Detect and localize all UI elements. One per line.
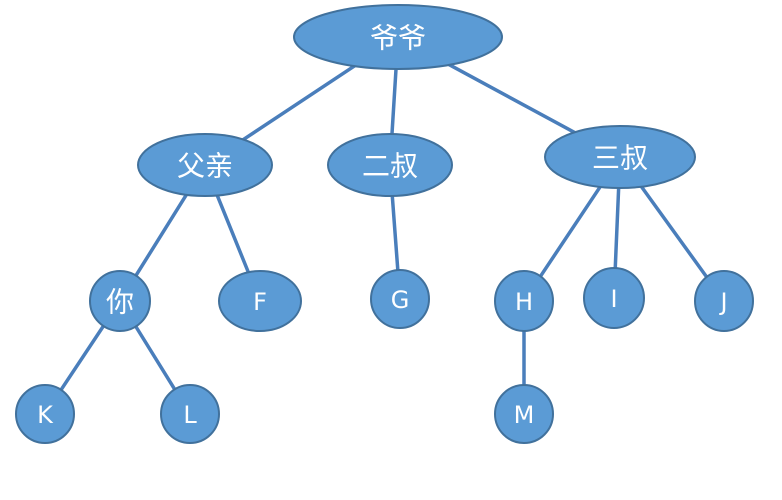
tree-node-ershu: 二叔 <box>327 133 453 197</box>
tree-node-sanshu: 三叔 <box>544 125 696 189</box>
node-label-ershu: 二叔 <box>362 150 418 183</box>
node-label-l: L <box>183 401 197 429</box>
tree-node-f: F <box>218 270 302 332</box>
node-label-yeye: 爷爷 <box>370 22 426 55</box>
tree-node-g: G <box>370 269 430 329</box>
node-label-fuqin: 父亲 <box>177 150 233 183</box>
node-ellipse-yeye <box>293 4 503 70</box>
node-ellipse-sanshu <box>544 125 696 189</box>
node-ellipse-ni <box>89 270 151 332</box>
tree-node-k: K <box>15 384 75 444</box>
node-ellipse-f <box>218 270 302 332</box>
tree-node-j: J <box>694 270 754 332</box>
node-label-f: F <box>253 288 267 316</box>
node-ellipse-j <box>694 270 754 332</box>
tree-node-ni: 你 <box>89 270 151 332</box>
node-label-sanshu: 三叔 <box>592 142 648 175</box>
edge-fuqin-to-ni <box>133 191 189 279</box>
edge-yeye-to-ershu <box>390 65 398 138</box>
tree-node-h: H <box>494 270 554 332</box>
edge-ershu-to-g <box>390 192 400 273</box>
node-ellipse-h <box>494 270 554 332</box>
edge-yeye-to-fuqin <box>240 63 358 143</box>
edge-sanshu-to-j <box>638 183 710 280</box>
node-label-k: K <box>37 401 54 429</box>
edge-sanshu-to-i <box>613 185 621 271</box>
node-label-g: G <box>391 286 410 314</box>
edge-ni-to-l <box>133 323 178 393</box>
node-ellipse-m <box>494 384 554 444</box>
node-label-h: H <box>515 288 533 316</box>
tree-node-l: L <box>160 384 220 444</box>
tree-node-yeye: 爷爷 <box>293 4 503 70</box>
edge-yeye-to-sanshu <box>445 61 579 136</box>
edges-layer <box>58 61 710 393</box>
edge-ni-to-k <box>58 323 106 393</box>
node-ellipse-k <box>15 384 75 444</box>
edge-fuqin-to-f <box>215 192 251 276</box>
node-ellipse-g <box>370 269 430 329</box>
node-label-i: I <box>610 285 617 313</box>
edge-sanshu-to-h <box>538 183 603 280</box>
node-ellipse-i <box>583 267 645 329</box>
node-ellipse-ershu <box>327 133 453 197</box>
node-label-ni: 你 <box>106 286 134 319</box>
node-label-j: J <box>718 288 727 316</box>
node-ellipse-fuqin <box>137 133 273 197</box>
tree-node-fuqin: 父亲 <box>137 133 273 197</box>
node-label-m: M <box>514 401 535 429</box>
tree-node-i: I <box>583 267 645 329</box>
node-ellipse-l <box>160 384 220 444</box>
tree-node-m: M <box>494 384 554 444</box>
